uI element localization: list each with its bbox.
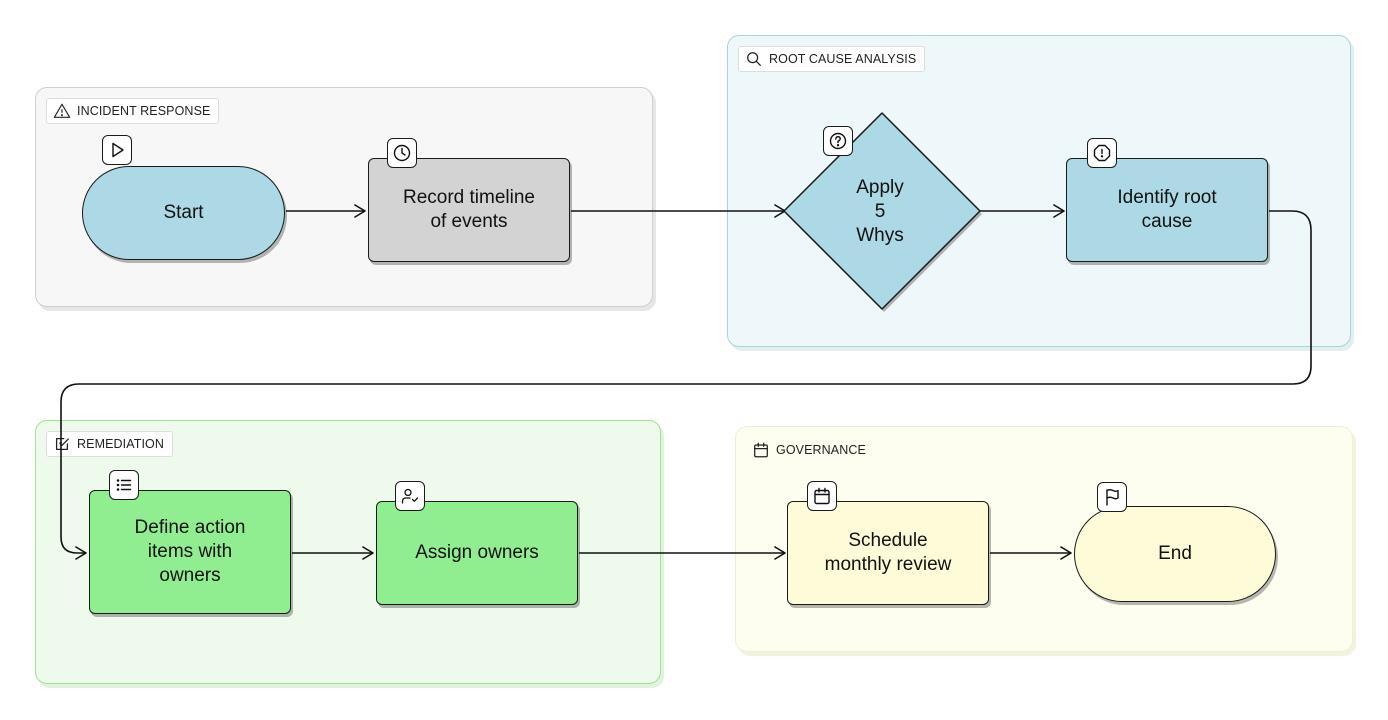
node-label: End: [1158, 543, 1192, 564]
user-check-icon: [395, 481, 425, 511]
search-icon: [747, 52, 761, 66]
warning-icon: [53, 103, 71, 118]
node-apply-5-whys[interactable]: Apply 5 Whys: [780, 160, 980, 264]
play-icon: [102, 135, 132, 165]
node-start[interactable]: Start: [82, 166, 285, 260]
node-schedule-review[interactable]: Schedule monthly review: [787, 501, 989, 605]
node-label: Schedule monthly review: [824, 530, 952, 575]
group-label-governance: GOVERNANCE: [746, 437, 874, 463]
node-label: Start: [163, 202, 204, 223]
group-title: REMEDIATION: [77, 437, 164, 451]
node-label: Apply 5 Whys: [856, 177, 904, 246]
group-label-incident: INCIDENT RESPONSE: [46, 98, 220, 124]
node-label: Assign owners: [415, 542, 539, 563]
group-title: INCIDENT RESPONSE: [77, 104, 211, 118]
list-icon: [109, 470, 139, 500]
node-label: Record timeline of events: [403, 187, 535, 232]
node-end[interactable]: End: [1074, 506, 1276, 602]
group-title: GOVERNANCE: [776, 443, 866, 457]
alert-octagon-icon: [1087, 138, 1117, 168]
calendar-icon: [807, 481, 837, 511]
node-record-timeline[interactable]: Record timeline of events: [368, 158, 570, 262]
help-circle-icon: [823, 126, 853, 156]
node-label: Identify root cause: [1117, 187, 1217, 232]
node-identify-root-cause[interactable]: Identify root cause: [1066, 158, 1268, 262]
group-label-rca: ROOT CAUSE ANALYSIS: [738, 46, 926, 72]
node-assign-owners[interactable]: Assign owners: [376, 501, 578, 605]
group-title: ROOT CAUSE ANALYSIS: [769, 52, 917, 66]
calendar-icon: [754, 442, 768, 458]
group-label-remediation: REMEDIATION: [46, 431, 173, 457]
decision-diamond: [783, 112, 981, 310]
flag-icon: [1097, 482, 1127, 512]
edge-identify-define: [60, 210, 1312, 560]
node-label: Define action items with owners: [134, 517, 246, 586]
clock-icon: [387, 138, 417, 168]
node-define-action-items[interactable]: Define action items with owners: [89, 490, 291, 614]
